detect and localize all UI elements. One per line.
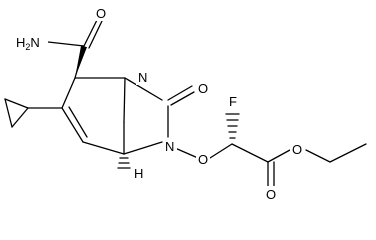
bond-ch2-ch3	[329, 143, 367, 163]
bond-camide-n	[47, 41, 85, 47]
atom-label-lactam-o: O	[198, 81, 208, 96]
oxyacetate-side-chain	[174, 113, 367, 187]
bond-c8-o-double	[170, 91, 195, 106]
bond-c3-c4	[61, 107, 84, 143]
bond-camide-o	[83, 17, 99, 47]
molecule-drawing: H2N O N N O O F O O H	[4, 5, 367, 202]
hash-bond-c5-h	[117, 157, 131, 169]
bond-cp-c	[4, 98, 13, 128]
bond-cp-a	[4, 98, 29, 109]
atom-label-fluorine: F	[229, 94, 237, 109]
atom-labels: H2N O N N O O F O O H	[14, 5, 304, 202]
atom-label-ester-o: O	[292, 142, 302, 157]
wedge-bond-c2	[75, 46, 87, 78]
bond-c8-o	[167, 85, 193, 101]
bond-c3-c4-double	[68, 106, 88, 138]
bond-c4-c5	[82, 141, 125, 155]
bond-n6-oether	[174, 147, 199, 159]
cyclopropyl-group	[4, 98, 63, 128]
bond-oether-cf	[209, 143, 233, 159]
atom-label-ether-o: O	[198, 152, 208, 167]
atom-label-n-ring: N	[165, 139, 174, 154]
bond-c5-n6	[123, 141, 163, 155]
bond-c2-c3	[61, 77, 76, 109]
bond-n1-c8	[124, 77, 163, 101]
bond-cf-cester	[231, 143, 269, 163]
bond-n1-c7	[123, 77, 126, 123]
chemical-structure-figure: H2N O N N O O F O O H	[4, 5, 367, 202]
bond-cp-b	[11, 107, 29, 128]
bicyclic-core	[61, 46, 195, 169]
atom-label-h2n: H2N	[16, 35, 40, 52]
bond-osingle-ch2	[305, 149, 331, 163]
bond-cester-osingle	[267, 149, 291, 163]
atom-label-carbonyl-o: O	[266, 187, 276, 202]
carboxamide-group	[47, 17, 103, 79]
bond-camide-o-double	[88, 20, 103, 49]
atom-label-n-bridgehead: N	[138, 70, 147, 85]
atom-label-amide-o: O	[96, 6, 106, 21]
atom-label-stereo-h: H	[134, 166, 143, 181]
hash-bond-cf-f	[225, 113, 240, 139]
